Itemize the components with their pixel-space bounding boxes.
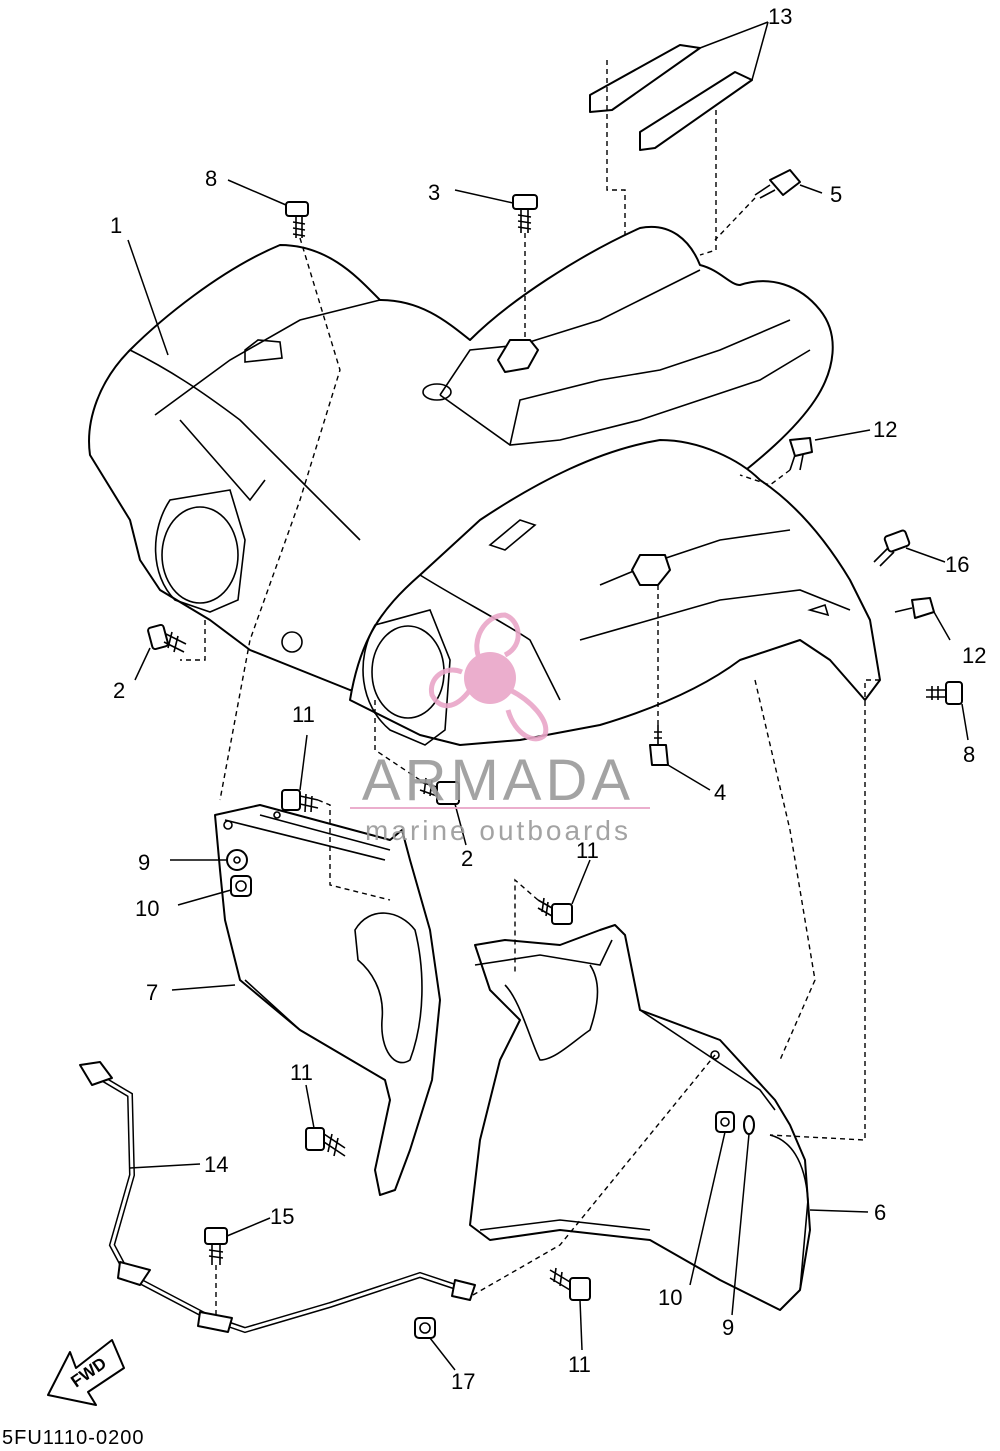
callout-11: 11 <box>568 1352 591 1377</box>
bolt-15 <box>204 1227 228 1265</box>
callout-15: 15 <box>270 1204 294 1229</box>
armada-watermark: ARMADA marine outboards <box>350 612 650 846</box>
bolt-11-lower-left <box>305 1127 346 1157</box>
clip-12-upper <box>789 437 813 471</box>
callout-17: 17 <box>451 1369 475 1394</box>
clip-4 <box>649 725 669 766</box>
callout-3: 3 <box>428 180 440 205</box>
callout-11: 11 <box>290 1060 313 1085</box>
watermark-subtitle: marine outboards <box>365 815 631 846</box>
bolt-8-right <box>926 681 963 705</box>
nut-10-left <box>230 875 252 897</box>
nut-17 <box>414 1317 436 1339</box>
bolt-11-upper-right <box>537 897 573 925</box>
part-7-left-panel <box>214 804 441 1196</box>
callout-11: 11 <box>292 702 315 727</box>
callout-13: 13 <box>768 4 792 29</box>
diagram-code: 5FU1110-0200 <box>2 1427 144 1449</box>
callout-4: 4 <box>714 780 726 805</box>
callout-6: 6 <box>874 1200 886 1225</box>
callout-2: 2 <box>113 678 125 703</box>
bolt-16 <box>873 529 911 567</box>
callout-9: 9 <box>722 1315 734 1340</box>
clip-5 <box>754 169 801 199</box>
callout-1: 1 <box>110 213 122 238</box>
callout-14: 14 <box>204 1152 228 1177</box>
part-13-strips <box>589 21 769 256</box>
nut-10-right <box>715 1111 735 1133</box>
bolt-11-upper-left <box>281 789 319 813</box>
propeller-logo <box>428 612 549 742</box>
callout-5: 5 <box>830 182 842 207</box>
callout-8: 8 <box>205 166 217 191</box>
bolt-2-center <box>419 777 460 805</box>
callout-12: 12 <box>962 643 986 668</box>
callouts: 1 2 2 3 4 5 6 7 8 8 9 9 10 10 11 11 11 1… <box>110 4 986 1394</box>
fasteners <box>147 169 963 1339</box>
part-14-stay <box>79 1061 476 1334</box>
callout-8: 8 <box>963 742 975 767</box>
callout-11: 11 <box>576 838 599 863</box>
watermark-title: ARMADA <box>362 748 634 813</box>
fwd-direction-arrow: FWD <box>47 1339 125 1406</box>
washer-9-right <box>743 1115 755 1135</box>
clip-12-lower <box>894 597 935 619</box>
callout-10: 10 <box>135 896 159 921</box>
bolt-11-lower-right <box>549 1267 591 1301</box>
callout-2: 2 <box>461 846 473 871</box>
callout-12: 12 <box>873 417 897 442</box>
callout-7: 7 <box>146 980 158 1005</box>
bolt-8-upper <box>285 201 309 238</box>
callout-10: 10 <box>658 1285 682 1310</box>
bolt-2-left <box>147 623 187 653</box>
bolt-3 <box>512 194 538 233</box>
washer-9-left <box>226 849 248 871</box>
leader-lines <box>127 179 969 1371</box>
part-6-right-panel <box>469 924 811 1311</box>
callout-16: 16 <box>945 552 969 577</box>
callout-9: 9 <box>138 850 150 875</box>
